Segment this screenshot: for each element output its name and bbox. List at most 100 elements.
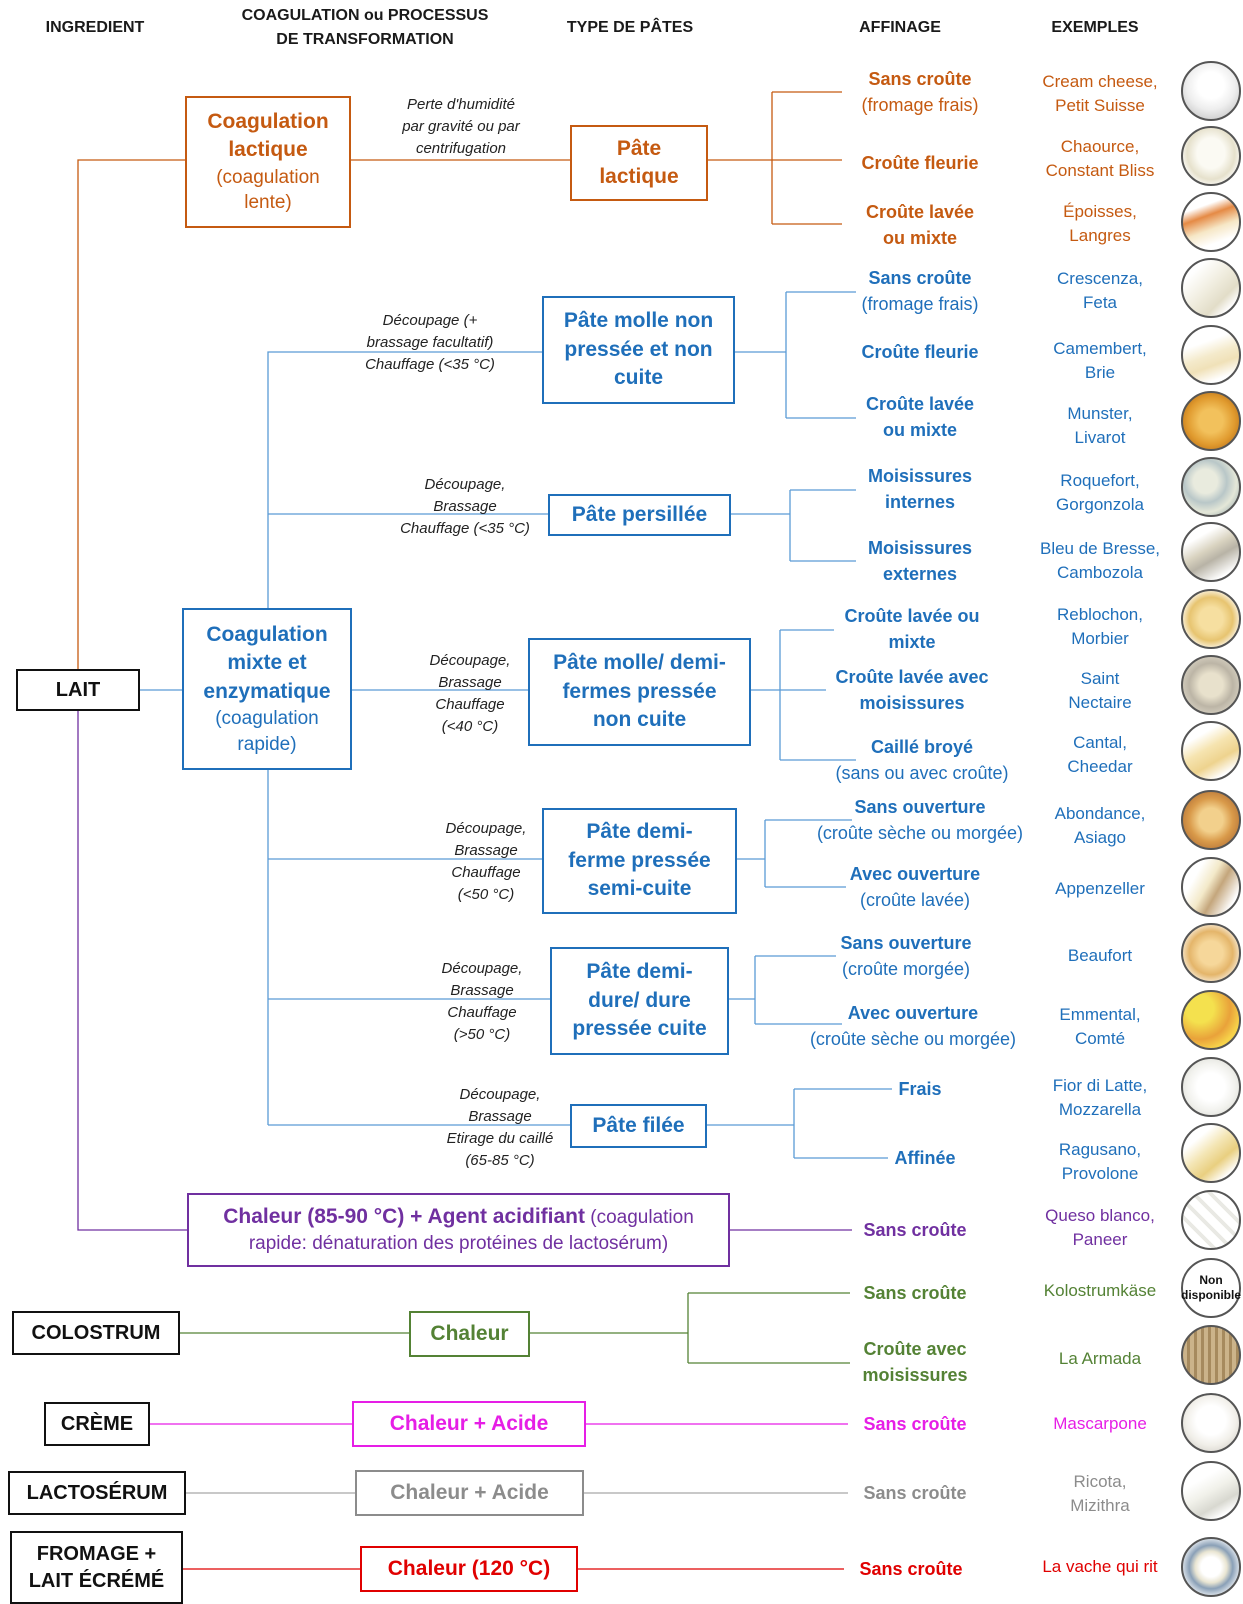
- process-line: Découpage (+: [382, 312, 478, 329]
- mascarpone-photo: [1181, 1393, 1241, 1453]
- exemple-label: Chaource,Constant Bliss: [1045, 137, 1155, 180]
- pate-line: pressée et non: [564, 337, 713, 361]
- header-coagulation-line2: DE TRANSFORMATION: [276, 31, 454, 48]
- process-line: Découpage,: [441, 960, 523, 977]
- exemple-label: Beaufort: [1067, 946, 1133, 965]
- exemple-label: Emmental,Comté: [1059, 1005, 1141, 1048]
- exemple-label: La Armada: [1058, 1349, 1142, 1368]
- exemple-label: Époisses,Langres: [1063, 202, 1137, 245]
- pate-line: Pâte demi-: [586, 960, 693, 984]
- paneer-photo: [1181, 1190, 1241, 1250]
- exemple-label: Munster,Livarot: [1067, 404, 1133, 447]
- affinage-label: Avec ouverture(croûte sèche ou morgée): [809, 1003, 1017, 1049]
- coagulation-chaleur-120-box: Chaleur (120 °C): [360, 1546, 578, 1592]
- pate-line: Pâte molle/ demi-: [553, 651, 726, 675]
- non-disponible-line2: disponible: [1181, 1288, 1241, 1302]
- process-lactique-line: par gravité ou par: [402, 118, 520, 135]
- header-type: TYPE DE PÂTES: [566, 19, 694, 36]
- process-filee: Découpage, Brassage Etirage du caillé (6…: [430, 1084, 570, 1172]
- exemple-label: Appenzeller: [1055, 879, 1145, 898]
- ingredient-fromage-lait-ecreme: FROMAGE + LAIT ÉCRÉMÉ: [10, 1531, 183, 1604]
- emmental-photo: [1181, 990, 1241, 1050]
- header-coagulation-line1: COAGULATION ou PROCESSUS: [241, 7, 489, 24]
- affinage-label: Sans croûte: [863, 1220, 967, 1240]
- process-line: (<40 °C): [441, 718, 499, 735]
- process-line: (65-85 °C): [465, 1152, 535, 1169]
- roquefort-photo: [1181, 457, 1241, 517]
- pate-filee-box: Pâte filée: [570, 1104, 707, 1148]
- saint-nectaire-photo: [1181, 655, 1241, 715]
- process-line: Chauffage (<35 °C): [400, 520, 530, 537]
- affinage-label: Caillé broyé(sans ou avec croûte): [835, 737, 1009, 783]
- pate-molle-pressee-box: Pâte molle/ demi- fermes pressée non cui…: [528, 638, 751, 746]
- coagulation-mixte-sub1: (coagulation: [215, 707, 319, 729]
- ricotta-photo: [1181, 1461, 1241, 1521]
- exemple-label: Roquefort,Gorgonzola: [1056, 471, 1144, 514]
- ingredient-lactoserum: LACTOSÉRUM: [8, 1471, 186, 1515]
- coagulation-lactique-title2: lactique: [228, 138, 308, 162]
- cantal-photo: [1181, 721, 1241, 781]
- affinage-label: Sans croûte(fromage frais): [861, 268, 979, 314]
- affinage-label: Sans ouverture(croûte sèche ou morgée): [816, 797, 1024, 843]
- pate-line: ferme pressée: [568, 848, 711, 872]
- exemple-label: La vache qui rit: [1042, 1557, 1158, 1576]
- coagulation-lactique-box: Coagulation lactique (coagulation lente): [185, 96, 351, 228]
- affinage-label: Sans ouverture(croûte morgée): [840, 933, 972, 979]
- affinage-label: Affinée: [894, 1148, 956, 1168]
- chaleur-colostrum-label: Chaleur: [430, 1321, 509, 1345]
- affinage-label: Sans croûte: [863, 1414, 967, 1434]
- coagulation-chaleur-acidifiant-box: Chaleur (85-90 °C) + Agent acidifiant (c…: [187, 1193, 730, 1267]
- chaleur-120-label: Chaleur (120 °C): [387, 1556, 551, 1580]
- pate-line: non cuite: [592, 708, 687, 732]
- affinage-label: Frais: [898, 1079, 942, 1099]
- coagulation-chaleur-acide-creme-box: Chaleur + Acide: [352, 1401, 586, 1447]
- pate-line: dure/ dure: [588, 988, 691, 1012]
- la-armada-photo: [1181, 1325, 1241, 1385]
- process-line: Chauffage: [435, 696, 505, 713]
- munster-photo: [1181, 391, 1241, 451]
- coagulation-mixte-title1: Coagulation: [206, 622, 328, 646]
- process-line: Découpage,: [459, 1086, 541, 1103]
- exemple-label: Kolostrumkäse: [1043, 1281, 1157, 1300]
- exemple-label: Queso blanco,Paneer: [1045, 1206, 1155, 1249]
- affinage-label: Sans croûte: [859, 1559, 963, 1579]
- exemple-label: Abondance,Asiago: [1054, 804, 1146, 847]
- process-demi-ferme: Découpage, Brassage Chauffage (<50 °C): [426, 818, 546, 906]
- pate-line: Pâte molle non: [563, 309, 714, 333]
- affinage-label: Sans croûte: [863, 1483, 967, 1503]
- pate-line: Pâte persillée: [571, 502, 708, 526]
- process-line: Brassage: [468, 1108, 532, 1125]
- chaource-photo: [1181, 126, 1241, 186]
- coagulation-lactique-sub2: lente): [244, 192, 292, 214]
- fromage-line1: FROMAGE +: [36, 1542, 157, 1565]
- pate-line: fermes pressée: [562, 679, 717, 703]
- chaleur-acidifiant-line1: Chaleur (85-90 °C) + Agent acidifiant (c…: [223, 1203, 694, 1231]
- process-line: Brassage: [433, 498, 497, 515]
- pate-line: Pâte filée: [592, 1113, 685, 1137]
- header-affinage: AFFINAGE: [859, 19, 941, 36]
- appenzeller-photo: [1181, 857, 1241, 917]
- process-line: Brassage: [450, 982, 514, 999]
- non-disponible-line1: Non: [1199, 1273, 1223, 1287]
- pate-line: semi-cuite: [587, 877, 692, 901]
- pate-line: pressée cuite: [572, 1017, 707, 1041]
- process-line: Découpage,: [445, 820, 527, 837]
- cream-cheese-photo: [1181, 61, 1241, 121]
- exemple-label: Cantal,Cheedar: [1067, 733, 1133, 776]
- chaleur-acidifiant-bold: Chaleur (85-90 °C) + Agent acidifiant: [223, 1205, 585, 1228]
- exemple-label: Fior di Latte,Mozzarella: [1052, 1076, 1148, 1119]
- affinage-label: Avec ouverture(croûte lavée): [849, 864, 981, 910]
- process-line: (>50 °C): [453, 1026, 511, 1043]
- exemple-label: Mascarpone: [1053, 1414, 1147, 1433]
- process-lactique-line: centrifugation: [415, 140, 507, 157]
- header-exemples: EXEMPLES: [1051, 19, 1139, 36]
- process-molle-non-pressee: Découpage (+ brassage facultatif) Chauff…: [345, 310, 515, 376]
- coagulation-chaleur-acide-lactoserum-box: Chaleur + Acide: [355, 1470, 584, 1516]
- process-line: Chauffage: [451, 864, 521, 881]
